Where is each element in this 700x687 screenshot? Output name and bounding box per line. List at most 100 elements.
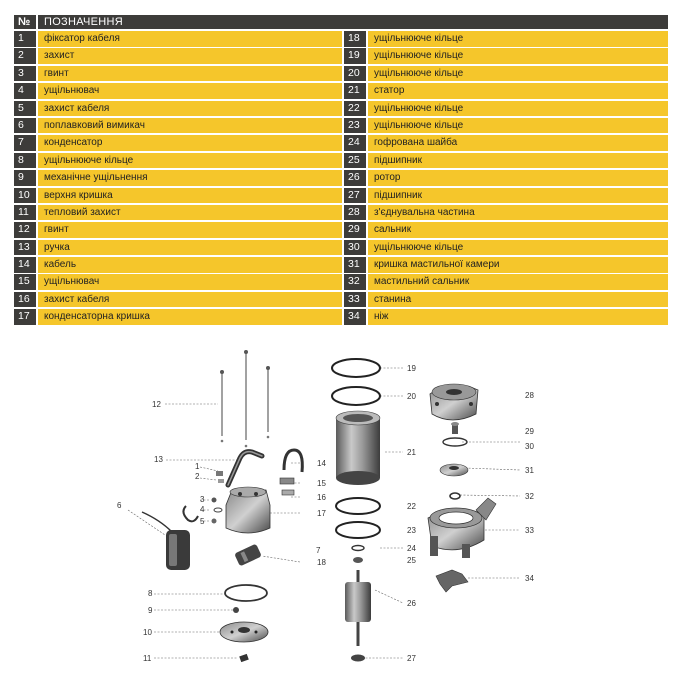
legend-text: захист кабеля (38, 291, 342, 308)
legend-number: 34 (344, 309, 366, 325)
legend-number: 13 (14, 239, 36, 256)
o-ring-8 (224, 584, 268, 602)
header-title: ПОЗНАЧЕННЯ (38, 15, 668, 29)
legend-text: ручка (38, 239, 342, 256)
legend-text: підшипник (368, 187, 668, 204)
callout-number: 4 (200, 505, 205, 514)
callout-number: 17 (317, 509, 326, 518)
callout-number: 19 (407, 364, 416, 373)
legend-number: 29 (344, 222, 366, 238)
float-switch-6 (141, 511, 190, 570)
callout-number: 31 (525, 466, 534, 475)
thermal-protector-11 (239, 653, 249, 663)
legend-number: 6 (14, 117, 36, 134)
callout-number: 16 (317, 493, 326, 502)
o-ring-22 (335, 497, 381, 515)
legend-number: 18 (344, 31, 366, 47)
callout-number: 2 (195, 472, 200, 481)
handle-13 (225, 449, 265, 488)
legend-text: верхня кришка (38, 187, 342, 204)
legend-number: 10 (14, 187, 36, 204)
legend-text: з'єднувальна частина (368, 204, 668, 221)
legend-text: кабель (38, 257, 342, 273)
legend-text: гофрована шайба (368, 135, 668, 151)
legend-text: ущільнювач (38, 274, 342, 290)
callout-number: 22 (407, 502, 416, 511)
callout-number: 14 (317, 459, 326, 468)
legend-number: 1 (14, 31, 36, 47)
o-ring-30 (442, 437, 468, 447)
capacitor-cover-17 (225, 486, 271, 534)
o-ring-19 (331, 358, 381, 378)
mechanical-seal-9 (233, 607, 239, 613)
callout-number: 10 (143, 628, 152, 637)
bearing-27 (351, 654, 365, 662)
callout-number: 23 (407, 526, 416, 535)
wave-washer-24 (351, 544, 365, 552)
legend-number: 15 (14, 274, 36, 290)
callout-number: 25 (407, 556, 416, 565)
legend-text: ущільнююче кільце (368, 100, 668, 117)
callout-number: 6 (117, 501, 122, 510)
legend-number: 11 (14, 204, 36, 221)
legend-text: сальник (368, 222, 668, 238)
legend-text: ущільнююче кільце (368, 48, 668, 64)
top-cover-10 (219, 621, 269, 643)
stator-21 (335, 410, 381, 485)
cutter-34 (435, 569, 469, 593)
oil-seal-29 (451, 422, 459, 434)
legend-number: 3 (14, 65, 36, 82)
oil-chamber-cover-31 (439, 463, 469, 477)
legend-number: 16 (14, 291, 36, 308)
small-parts-1-5 (182, 471, 224, 524)
legend-number: 14 (14, 257, 36, 273)
legend-text: гвинт (38, 65, 342, 82)
legend-text: ущільнююче кільце (368, 31, 668, 47)
legend-number: 30 (344, 239, 366, 256)
legend-text: поплавковий вимикач (38, 117, 342, 134)
oil-seal-32 (449, 492, 461, 500)
legend-number: 8 (14, 152, 36, 169)
legend-text: ущільнююче кільце (368, 65, 668, 82)
legend-number: 12 (14, 222, 36, 238)
legend-text: кришка мастильної камери (368, 257, 668, 273)
bearing-25 (353, 557, 363, 563)
legend-number: 9 (14, 170, 36, 186)
callout-number: 7 (316, 546, 321, 555)
callout-number: 9 (148, 606, 153, 615)
legend-text: ніж (368, 309, 668, 325)
callout-number: 27 (407, 654, 416, 663)
legend-text: станина (368, 291, 668, 308)
o-ring-23 (335, 521, 381, 539)
connecting-part-28 (429, 383, 479, 421)
callout-number: 30 (525, 442, 534, 451)
legend-number: 4 (14, 83, 36, 99)
callout-number: 15 (317, 479, 326, 488)
callout-number: 24 (407, 544, 416, 553)
callout-number: 11 (143, 654, 152, 663)
legend-text: ущільнююче кільце (368, 117, 668, 134)
legend-number: 33 (344, 291, 366, 308)
legend-header: № ПОЗНАЧЕННЯ (14, 15, 668, 29)
callout-number: 3 (200, 495, 205, 504)
legend-number: 5 (14, 100, 36, 117)
rotor-26 (345, 570, 371, 646)
legend-number: 2 (14, 48, 36, 64)
